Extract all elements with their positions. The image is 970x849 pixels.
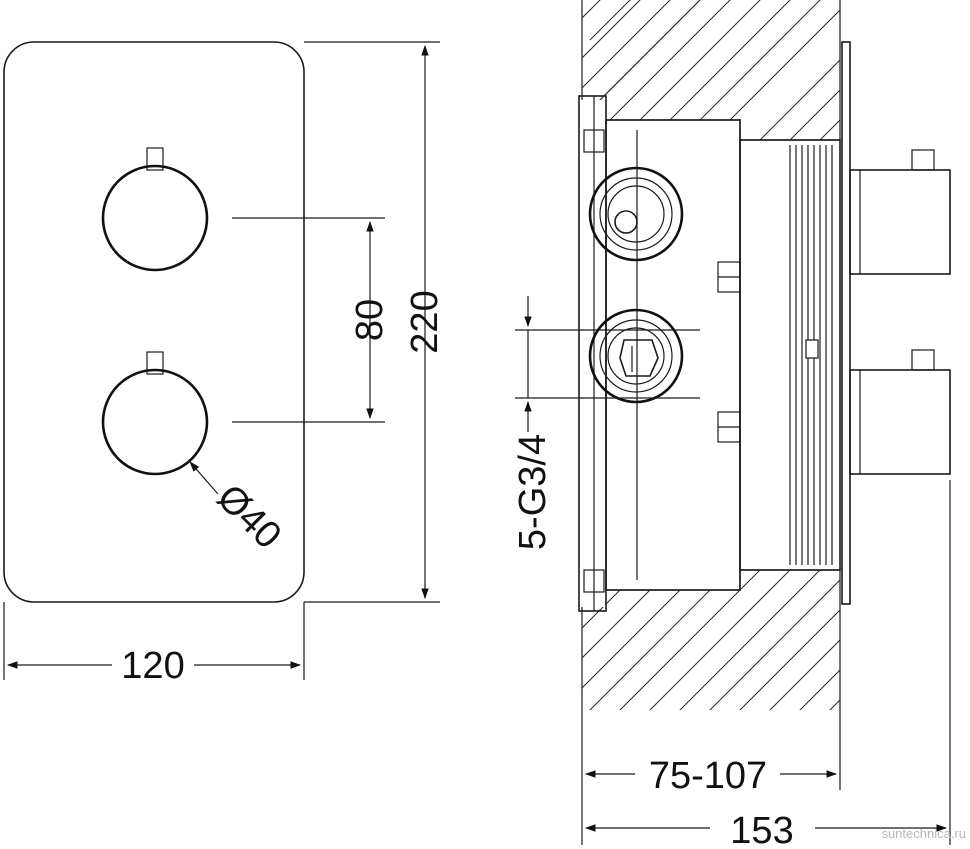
total-depth-label: 153 (730, 810, 793, 849)
outlet-port-lower (588, 308, 684, 404)
front-view: 80 220 Ø40 120 (3, 41, 446, 687)
width-label: 120 (121, 645, 184, 687)
diameter-label: Ø40 (209, 477, 289, 557)
knob-spacing-label: 80 (349, 299, 391, 341)
depth-range-label: 75-107 (649, 755, 767, 797)
lower-knob-profile (849, 349, 951, 475)
wall-section-bottom (582, 570, 840, 710)
side-view: 5-G3/4 75-107 153 suntechnica.ru (512, 0, 966, 849)
extension-sleeve (739, 139, 841, 571)
cover-plate-profile (841, 41, 851, 605)
connection-label: 5-G3/4 (512, 434, 554, 550)
outlet-port-upper (588, 166, 684, 262)
height-label: 220 (404, 290, 446, 353)
lower-knob (101, 351, 209, 476)
watermark: suntechnica.ru (881, 826, 966, 841)
upper-knob (101, 147, 209, 272)
upper-knob-profile (849, 149, 951, 275)
wall-section-top (582, 0, 840, 140)
cover-plate (3, 41, 305, 603)
diameter-leader (189, 461, 219, 495)
